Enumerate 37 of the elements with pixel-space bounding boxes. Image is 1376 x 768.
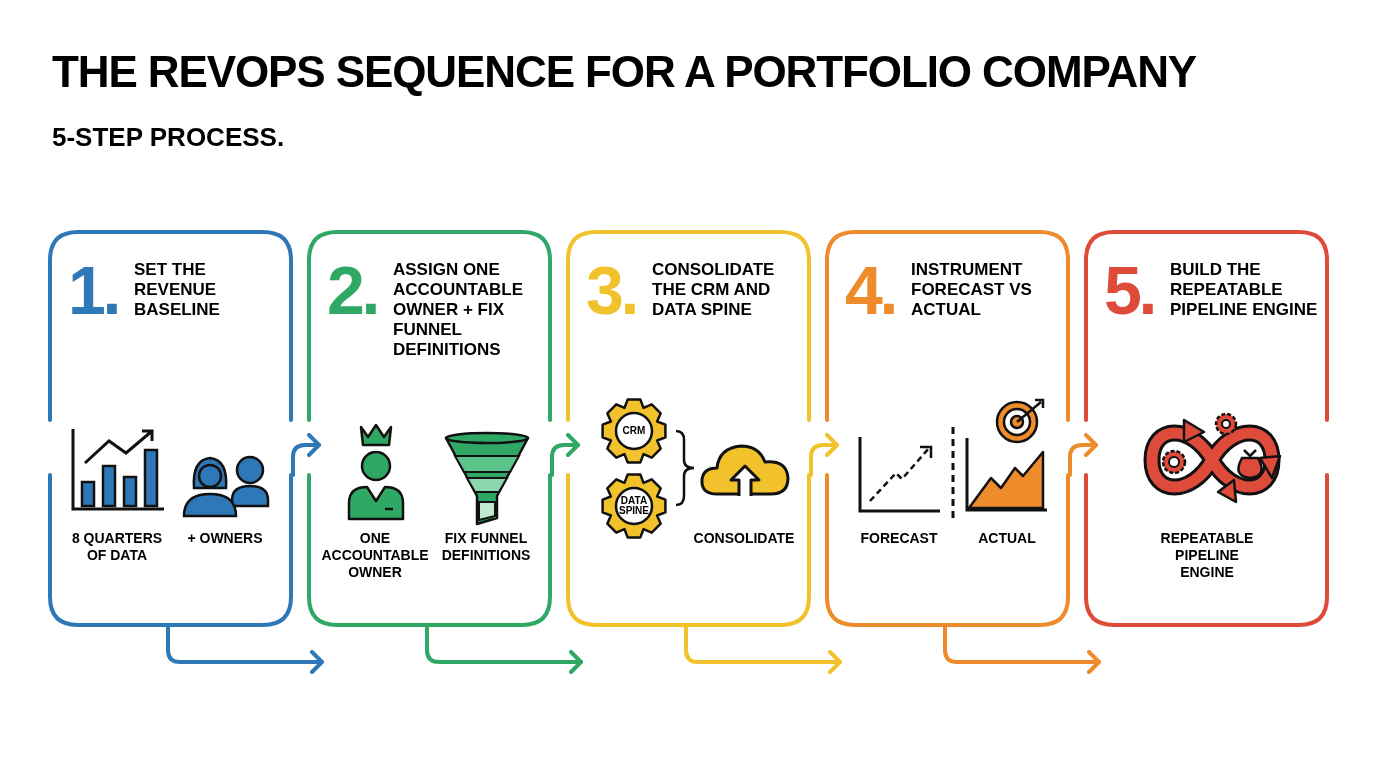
step-number: 1. [68,256,118,324]
step-number: 3. [586,256,636,324]
icon-caption: + OWNERS [186,530,264,547]
gear-label: CRM [621,425,647,437]
icon-caption: ONE ACCOUNTABLE OWNER [320,530,430,581]
icon-caption: ACTUAL [977,530,1037,547]
connector-arrow [1068,433,1098,477]
gear [600,397,668,465]
icon-caption: CONSOLIDATE [692,530,796,547]
connector-arrow [550,433,580,477]
step-title: ASSIGN ONE ACCOUNTABLE OWNER + FIX FUNNEL DEFINITIONS [393,260,524,361]
step-title: SET THE REVENUE BASELINE [134,260,221,321]
gear [600,472,668,540]
connector-arrow [684,625,842,674]
icon-caption: 8 QUARTERS OF DATA [70,530,164,564]
subtitle: 5-STEP PROCESS. [52,124,285,150]
connector-arrow [291,433,321,477]
step-number: 2. [327,256,377,324]
step-card [48,230,293,627]
step-title: BUILD THE REPEATABLE PIPELINE ENGINE [1170,260,1319,321]
connector-arrow [809,433,839,477]
step-number: 5. [1104,256,1154,324]
icon-caption: FIX FUNNEL DEFINITIONS [440,530,532,564]
connector-arrow [166,625,324,674]
icon-caption: REPEATABLE PIPELINE ENGINE [1159,530,1255,581]
step-number: 4. [845,256,895,324]
step-title: INSTRUMENT FORECAST VS ACTUAL [911,260,1033,321]
icon-caption: FORECAST [859,530,939,547]
step-card [307,230,552,627]
step-card [1084,230,1329,627]
title: THE REVOPS SEQUENCE FOR A PORTFOLIO COMPANY [52,50,1197,94]
step-title: CONSOLIDATE THE CRM AND DATA SPINE [652,260,776,321]
connector-arrow [943,625,1101,674]
step-card [825,230,1070,627]
connector-arrow [425,625,583,674]
step-card [566,230,811,627]
gear-label: DATA SPINE [618,495,650,517]
